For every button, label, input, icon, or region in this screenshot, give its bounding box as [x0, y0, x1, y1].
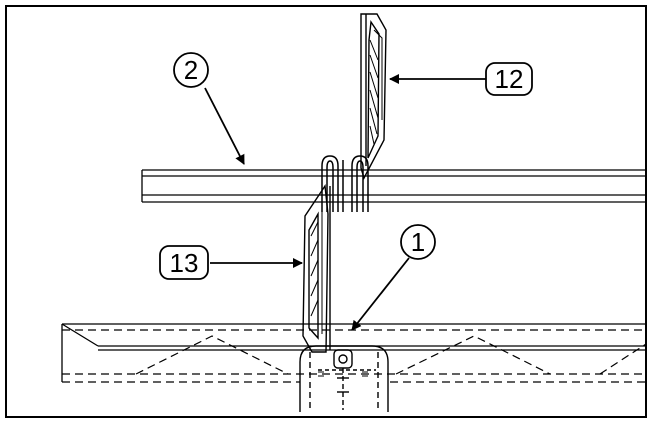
callout-2: 2: [173, 52, 209, 88]
lower-beam-hidden-lines: [62, 329, 647, 383]
callout-12: 12: [485, 62, 533, 96]
callout-13: 13: [159, 245, 209, 280]
diagram-frame: [5, 5, 647, 418]
callout-2-label: 2: [184, 55, 198, 85]
leader-lines: [204, 74, 486, 331]
callout-1-label: 1: [411, 227, 425, 257]
lower-hanging-plate: [302, 184, 331, 353]
lower-beam: [61, 323, 646, 382]
callout-1: 1: [400, 224, 436, 260]
callout-13-label: 13: [170, 248, 199, 278]
upper-rail: [141, 169, 646, 203]
callout-12-label: 12: [495, 64, 524, 94]
mounting-bracket: [299, 345, 389, 412]
upper-hanging-plate: [360, 13, 387, 180]
leader-arrow-1: [351, 257, 410, 331]
leader-arrow-2: [204, 87, 245, 165]
rail-hooks: [321, 155, 369, 212]
